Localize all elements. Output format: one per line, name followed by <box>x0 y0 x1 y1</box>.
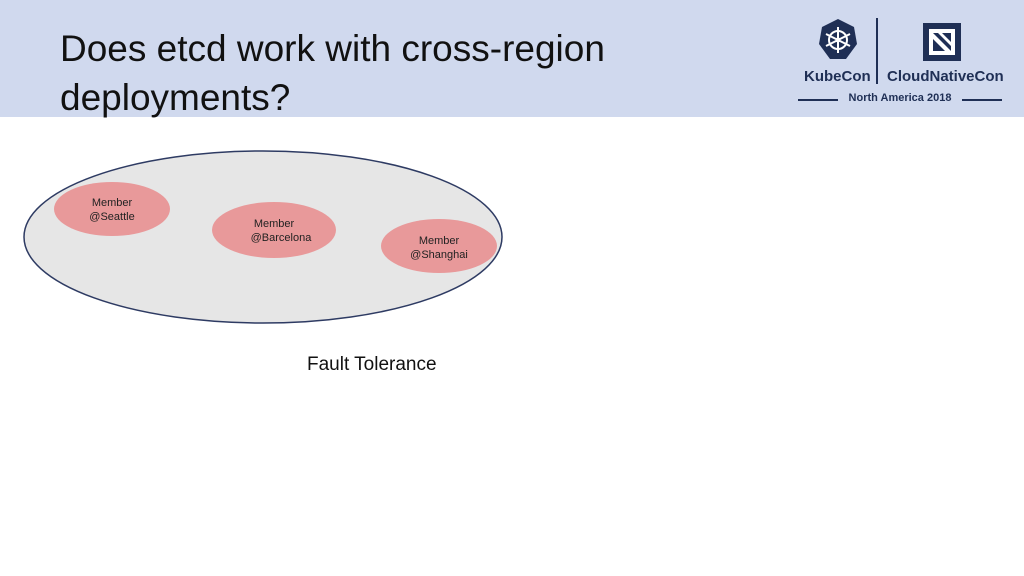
member-location: @Barcelona <box>251 232 313 244</box>
member-label: Member <box>92 197 133 209</box>
tagline-rule-right <box>962 99 1002 101</box>
kubernetes-helm-icon <box>819 19 857 59</box>
logo-divider <box>876 18 878 84</box>
tagline-rule-left <box>798 99 838 101</box>
member-label: Member <box>419 235 460 247</box>
slide-title: Does etcd work with cross-region deploym… <box>60 28 605 118</box>
event-name: North America 2018 <box>848 92 952 104</box>
slide-header: Does etcd work with cross-region deploym… <box>0 0 1024 118</box>
member-label: Member <box>254 218 295 230</box>
event-tagline: North America 2018 <box>798 92 1002 108</box>
member-location: @Seattle <box>89 211 134 223</box>
kubecon-wordmark: KubeCon <box>804 68 871 85</box>
fault-tolerance-caption: Fault Tolerance <box>307 354 437 375</box>
cncf-icon <box>923 23 961 61</box>
cluster-diagram: Member @Seattle Member @Barcelona Member… <box>23 150 503 324</box>
kubecon-logo: KubeCon CloudNativeCon North America 201… <box>790 14 1010 110</box>
cloudnativecon-wordmark: CloudNativeCon <box>887 68 1004 85</box>
member-node: Member @Seattle <box>54 182 170 236</box>
member-node: Member @Barcelona <box>212 202 336 258</box>
member-node: Member @Shanghai <box>381 219 497 273</box>
member-location: @Shanghai <box>410 249 468 261</box>
